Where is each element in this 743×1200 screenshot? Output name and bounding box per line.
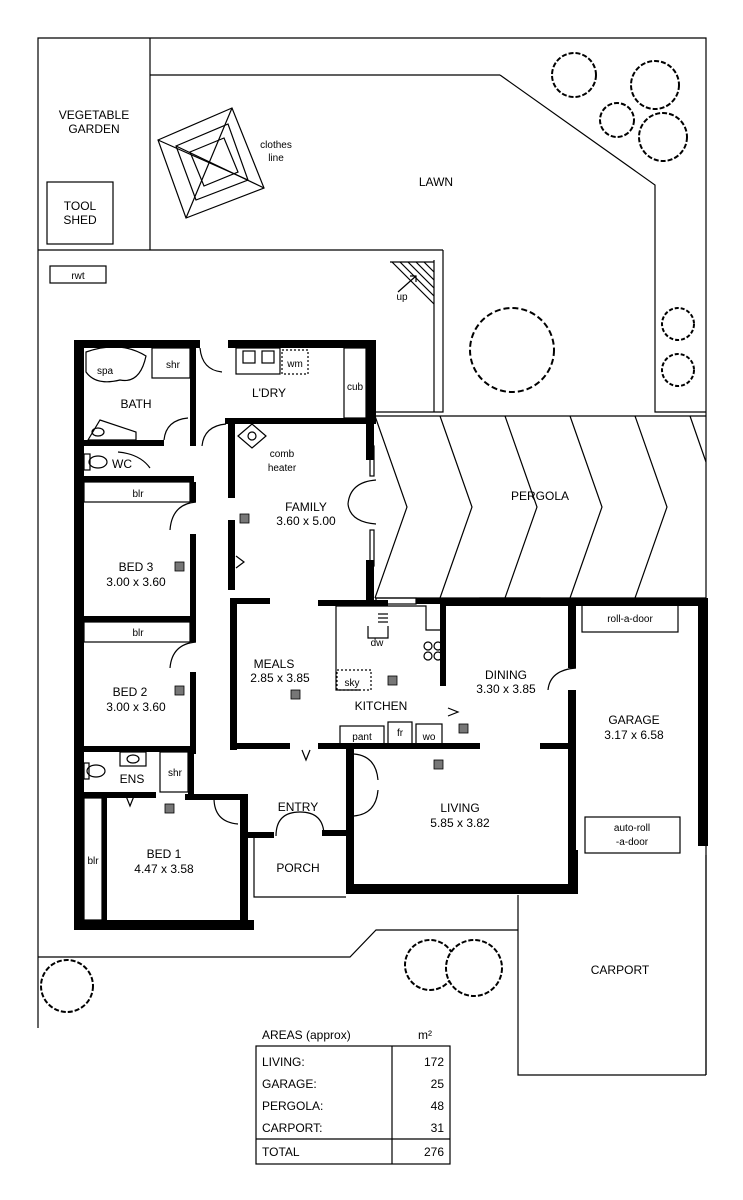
meals-dims: 2.85 x 3.85 (250, 671, 310, 685)
pergola (374, 415, 707, 599)
bed1-blr-label: blr (87, 856, 99, 867)
porch-label: PORCH (276, 861, 319, 875)
areas-table: AREAS (approx) m² LIVING: 172 GARAGE: 25… (255, 1028, 451, 1165)
ensuite-label: ENS (120, 772, 145, 786)
areas-row-value: 25 (431, 1077, 445, 1091)
areas-row-value: 172 (424, 1055, 444, 1069)
clothes-line-icon (157, 107, 265, 219)
areas-row-label: CARPORT: (262, 1121, 322, 1135)
up-label: up (396, 292, 408, 303)
tool-shed-label: TOOL (64, 199, 97, 213)
bed3-name: BED 3 (119, 560, 154, 574)
bed2-blr-label: blr (132, 628, 144, 639)
wm-label: wm (286, 359, 303, 370)
laundry-label: L'DRY (252, 386, 286, 400)
clothes-line-label: clothes (260, 140, 292, 151)
dining-dims: 3.30 x 3.85 (476, 682, 536, 696)
bed3-blr-label: blr (132, 489, 144, 500)
bath-label: BATH (120, 397, 151, 411)
family-dims: 3.60 x 5.00 (276, 514, 336, 528)
kitchen-label: KITCHEN (355, 699, 408, 713)
comb-heater-label: comb (270, 449, 295, 460)
roll-a-door-label: roll-a-door (607, 614, 653, 625)
spa-label: spa (97, 366, 114, 377)
shr-label: shr (166, 360, 181, 371)
lawn-label: LAWN (419, 175, 453, 189)
areas-row-value: 31 (431, 1121, 445, 1135)
comb-heater-label-2: heater (268, 463, 297, 474)
areas-row-label: LIVING: (262, 1055, 305, 1069)
areas-title: AREAS (approx) (262, 1028, 351, 1042)
trees (40, 52, 695, 1013)
living-name: LIVING (440, 801, 479, 815)
garage-name: GARAGE (608, 713, 659, 727)
rainwater-tank (49, 265, 107, 284)
vegetable-garden-label: VEGETABLE (59, 108, 129, 122)
bed1-dims: 4.47 x 3.58 (134, 862, 194, 876)
cub-label: cub (347, 382, 364, 393)
wall-oven-label: wo (422, 732, 436, 743)
dining-name: DINING (485, 668, 527, 682)
family-name: FAMILY (285, 500, 327, 514)
garage-dims: 3.17 x 6.58 (604, 728, 664, 742)
areas-row-label: GARAGE: (262, 1077, 317, 1091)
pergola-label: PERGOLA (511, 489, 569, 503)
room-labels: VEGETABLE GARDEN TOOL SHED clothes line … (59, 108, 664, 977)
wc-label: WC (112, 457, 132, 471)
auto-roll-a-door-label-2: -a-door (616, 837, 649, 848)
auto-roll-a-door-label: auto-roll (614, 823, 650, 834)
dw-label: dw (371, 638, 385, 649)
living-dims: 5.85 x 3.82 (430, 816, 490, 830)
bed1-name: BED 1 (147, 847, 182, 861)
clothes-line-label-2: line (268, 153, 284, 164)
ensuite-shr-label: shr (168, 768, 183, 779)
fridge-label: fr (397, 728, 404, 739)
bed3-dims: 3.00 x 3.60 (106, 575, 166, 589)
meals-name: MEALS (254, 657, 295, 671)
areas-total-label: TOTAL (262, 1145, 300, 1159)
site-boundary (37, 37, 707, 1076)
tool-shed (46, 181, 114, 245)
rwt-label: rwt (71, 271, 85, 282)
walls (74, 340, 708, 930)
areas-row-label: PERGOLA: (262, 1099, 323, 1113)
areas-unit: m² (418, 1028, 432, 1042)
tool-shed-label-2: SHED (63, 213, 97, 227)
pantry-label: pant (352, 732, 372, 743)
bed2-name: BED 2 (113, 685, 148, 699)
fixtures (75, 346, 681, 929)
entry-label: ENTRY (278, 800, 318, 814)
stairs-icon (390, 261, 435, 305)
carport-label: CARPORT (591, 963, 650, 977)
bed2-dims: 3.00 x 3.60 (106, 700, 166, 714)
sky-label: sky (345, 678, 360, 689)
areas-total-value: 276 (424, 1145, 444, 1159)
areas-row-value: 48 (431, 1099, 445, 1113)
vegetable-garden-label-2: GARDEN (68, 122, 119, 136)
